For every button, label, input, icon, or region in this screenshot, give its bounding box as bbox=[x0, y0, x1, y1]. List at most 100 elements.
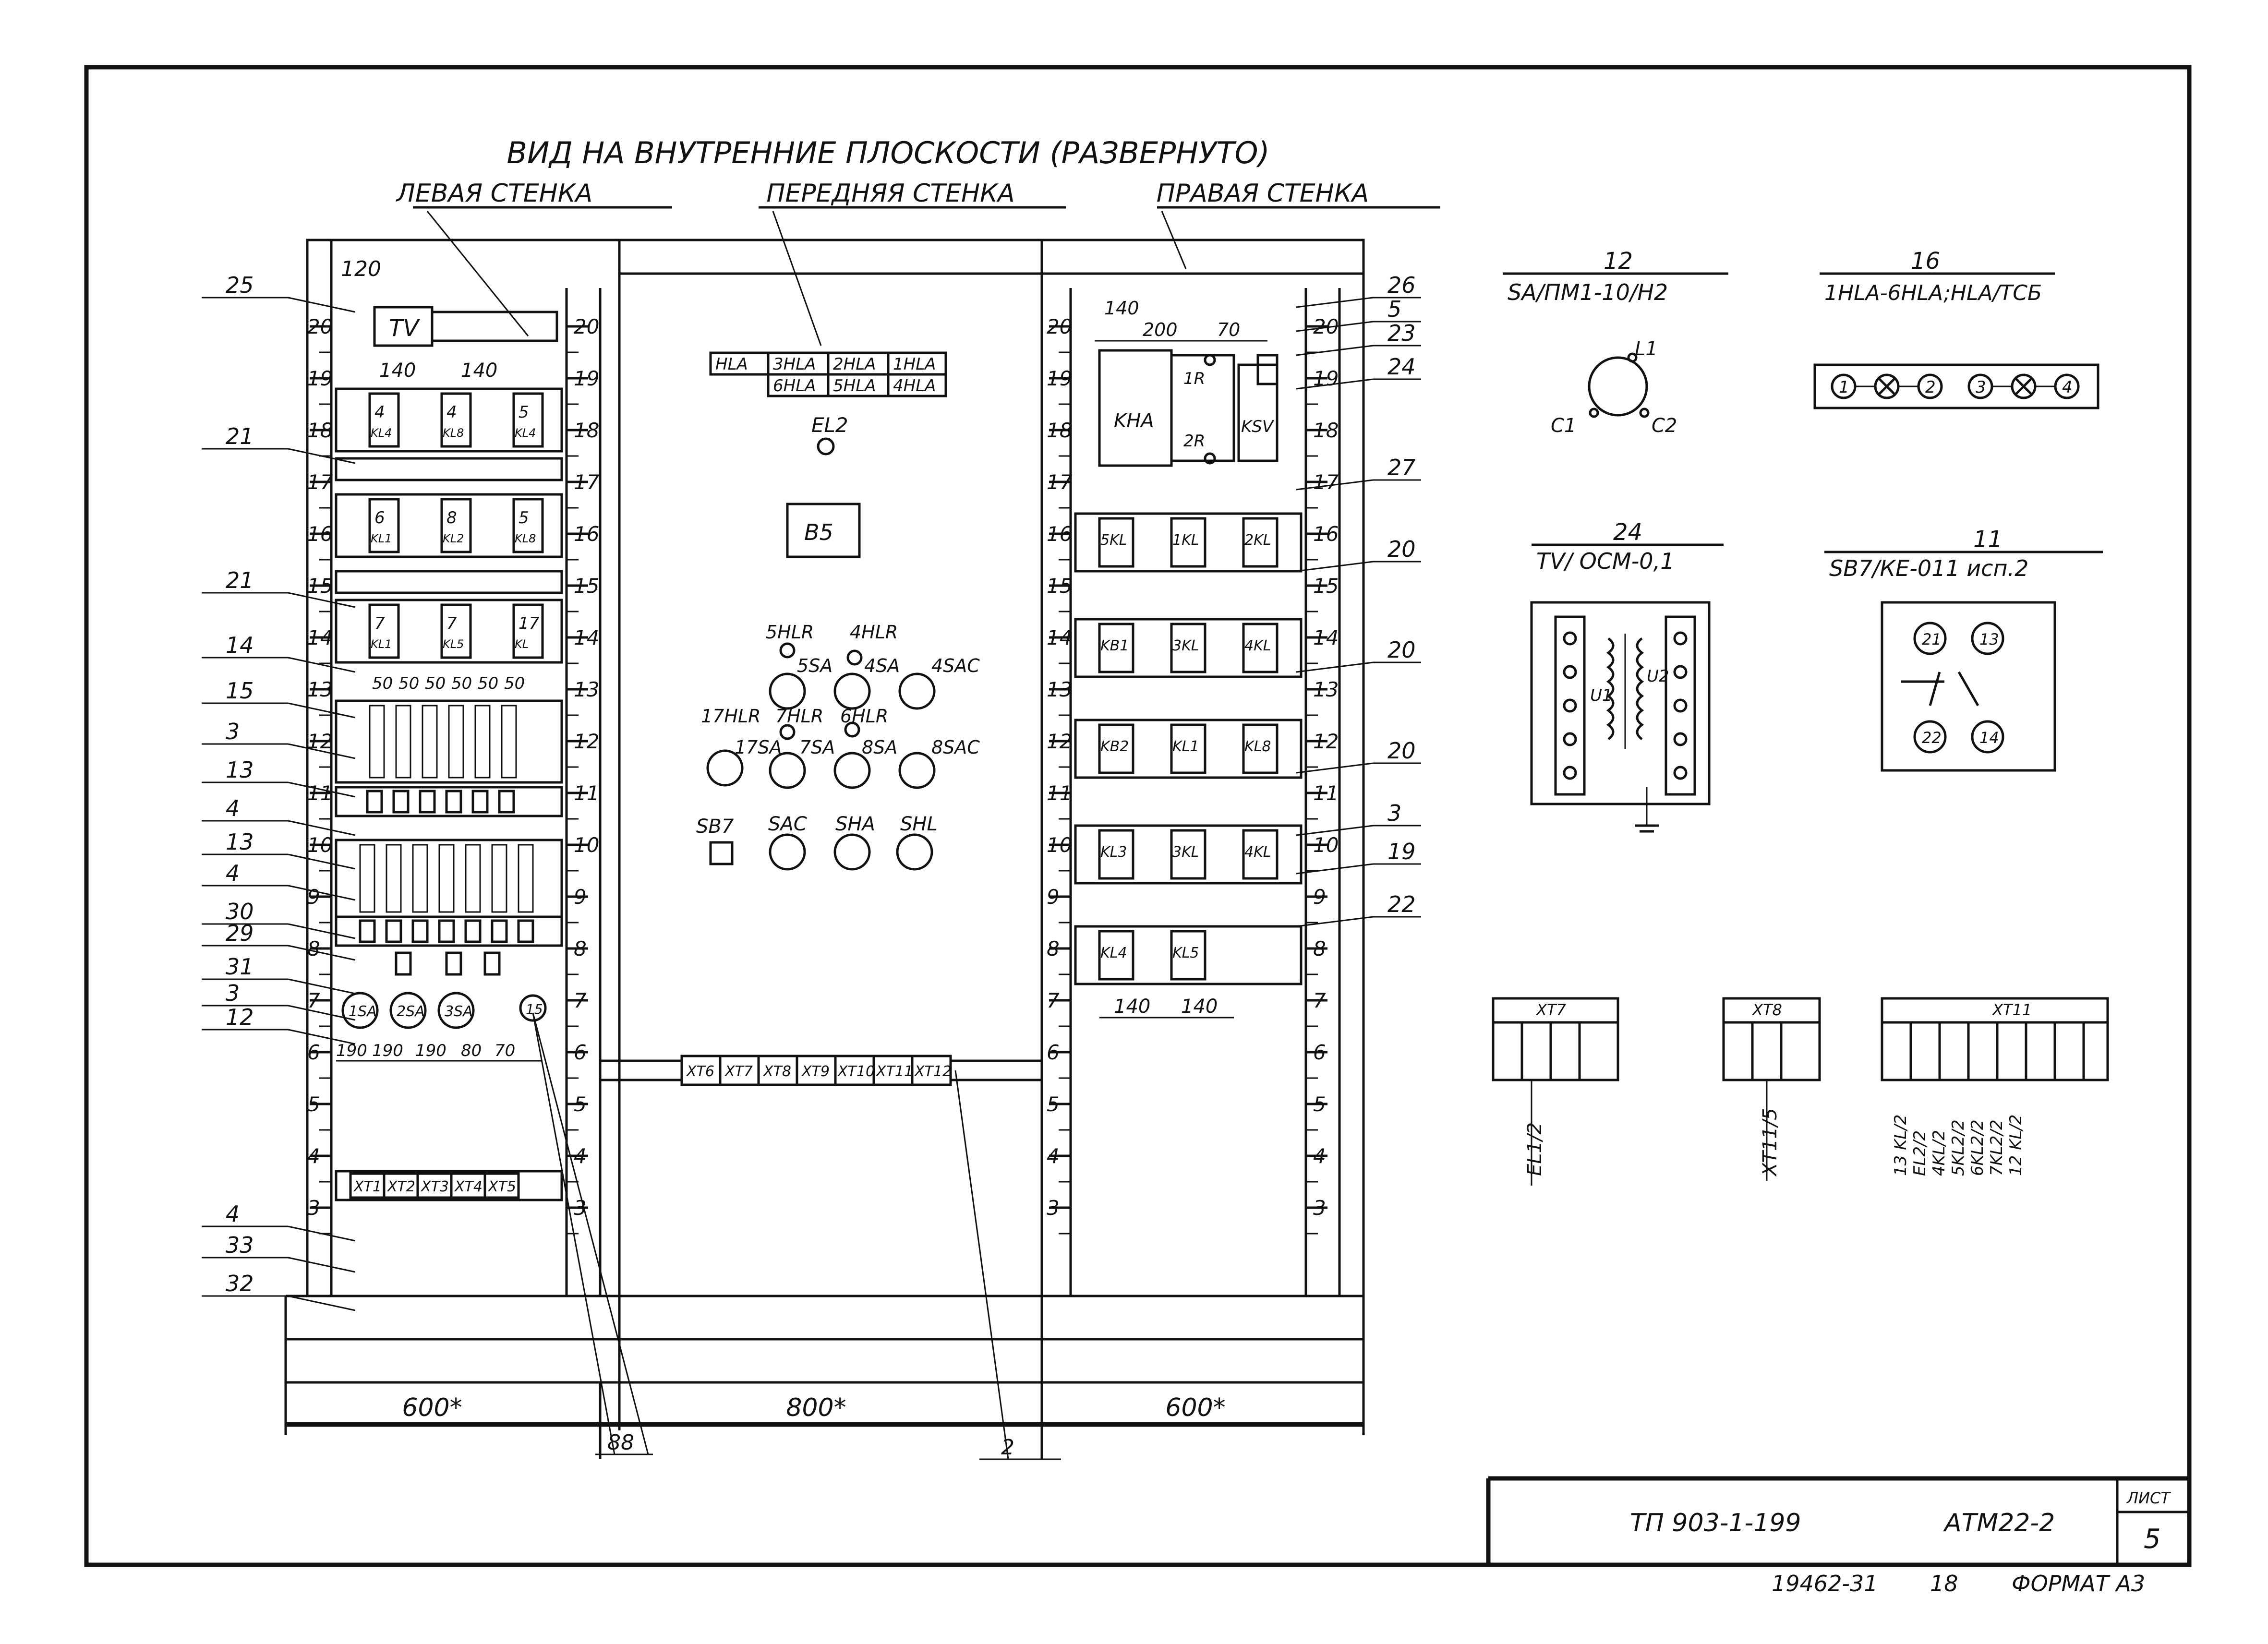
left-dim-2: 140 bbox=[461, 360, 497, 382]
callout-right-label: 20 bbox=[1387, 637, 1416, 663]
sb-term-22: 22 bbox=[1922, 729, 1942, 747]
ruler-tick-label: 11 bbox=[1047, 781, 1072, 805]
ruler-tick-label: 16 bbox=[1047, 522, 1072, 546]
sa-l1: L1 bbox=[1635, 338, 1658, 360]
lamp-5hla: 5HLA bbox=[833, 376, 876, 396]
left-rail-1 bbox=[335, 457, 563, 481]
front-lamp-labels: 5HLR 4HLR 5SA 4SA 4SAC 17HLR 7HLR 6HLR 1… bbox=[701, 622, 980, 758]
callout-right-label: 23 bbox=[1387, 320, 1416, 346]
sheet-frame bbox=[84, 65, 2192, 1567]
ruler-tick-label: 7 bbox=[1047, 989, 1060, 1012]
right-relay bbox=[1098, 829, 1134, 880]
terminal-block-xt7 bbox=[1492, 997, 1619, 1186]
callout-left-label: 4 bbox=[226, 1201, 240, 1227]
ruler-tick-label: 13 bbox=[307, 678, 333, 701]
svg-text:7KL2/2: 7KL2/2 bbox=[1987, 1119, 2006, 1176]
right-dim-70: 70 bbox=[1217, 319, 1240, 340]
right-relay bbox=[1170, 829, 1206, 880]
sb-term-13: 13 bbox=[1979, 630, 1999, 648]
ruler-tick-label: 3 bbox=[1047, 1196, 1060, 1220]
ruler-tick-label: 20 bbox=[574, 315, 599, 338]
front-width-dim: 800* bbox=[786, 1393, 846, 1422]
r1-label: 1R bbox=[1183, 369, 1205, 388]
svg-text:5KL2/2: 5KL2/2 bbox=[1949, 1119, 1968, 1176]
ruler-tick-label: 18 bbox=[1313, 419, 1339, 442]
tv-u1: U1 bbox=[1590, 686, 1613, 705]
terminal-block-xt8 bbox=[1722, 997, 1821, 1181]
callout-left-label: 14 bbox=[226, 632, 254, 658]
svg-text:50: 50 bbox=[398, 674, 419, 693]
ruler-tick-label: 12 bbox=[1313, 730, 1339, 753]
el2-lamp bbox=[817, 437, 835, 456]
left-lower-dims: 190 190 190 80 70 bbox=[336, 1041, 543, 1062]
ruler-tick-label: 3 bbox=[1313, 1196, 1326, 1220]
legend-12-name: SA/ПМ1-10/Н2 bbox=[1508, 279, 1668, 305]
svg-text:SHA: SHA bbox=[835, 813, 875, 835]
ruler-tick-label: 17 bbox=[574, 470, 600, 494]
transformer-symbol bbox=[1530, 601, 1711, 833]
front-wall-title: ПЕРЕДНЯЯ СТЕНКА bbox=[766, 179, 1014, 208]
ruler-tick-label: 5 bbox=[574, 1092, 587, 1116]
lamp-hla: HLA bbox=[715, 355, 748, 374]
right-relay-label: KL8 bbox=[1244, 738, 1271, 755]
ruler-tick-label: 14 bbox=[307, 626, 333, 649]
lamp-term-3: 3 bbox=[1976, 378, 1986, 397]
left-rail-2 bbox=[335, 570, 563, 594]
left-top-dim: 120 bbox=[341, 257, 381, 281]
callout-left-label: 13 bbox=[226, 757, 254, 783]
relay-8-num: 7 bbox=[446, 614, 457, 633]
terminal-xt9: XT9 bbox=[801, 1063, 830, 1080]
callout-right-label: 24 bbox=[1387, 354, 1416, 380]
stamp-sheet-label: ЛИСТ bbox=[2126, 1489, 2171, 1507]
ruler-tick-label: 6 bbox=[1313, 1041, 1326, 1064]
ruler-tick-label: 12 bbox=[1047, 730, 1072, 753]
callout-right-label: 26 bbox=[1387, 272, 1416, 298]
terminal-xt12: XT12 bbox=[914, 1063, 952, 1080]
relay-2-num: 4 bbox=[446, 403, 457, 422]
lamp-3hla: 3HLA bbox=[773, 355, 816, 374]
tv-rail bbox=[431, 311, 558, 342]
relay-1-tag: KL4 bbox=[371, 426, 392, 440]
svg-text:50: 50 bbox=[451, 674, 472, 693]
front-bottom-labels: SB7 SAC SHA SHL bbox=[696, 813, 938, 838]
right-relay bbox=[1170, 930, 1206, 981]
legend-11-name: SB7/КЕ-011 исп.2 bbox=[1829, 555, 2028, 581]
ruler-tick-label: 6 bbox=[574, 1041, 587, 1064]
relay-4-num: 6 bbox=[374, 508, 385, 528]
sa-switch-symbol bbox=[1588, 352, 1650, 418]
callout-right-label: 19 bbox=[1387, 839, 1416, 864]
lamp-term-1: 1 bbox=[1839, 378, 1849, 397]
relay-9-num: 17 bbox=[519, 614, 540, 633]
ruler-tick-label: 5 bbox=[1313, 1092, 1326, 1116]
svg-text:5SA: 5SA bbox=[797, 655, 832, 676]
right-wall-title: ПРАВАЯ СТЕНКА bbox=[1157, 179, 1369, 208]
terminal-xt1: XT1 bbox=[353, 1178, 382, 1195]
right-relay-label: 3KL bbox=[1172, 844, 1199, 861]
right-relay-label: 5KL bbox=[1100, 532, 1127, 549]
ruler-tick-label: 4 bbox=[307, 1144, 320, 1168]
svg-text:8SA: 8SA bbox=[862, 737, 897, 758]
right-relay-label: KL4 bbox=[1100, 945, 1127, 961]
svg-text:50: 50 bbox=[425, 674, 446, 693]
relay-3-tag: KL4 bbox=[515, 426, 536, 440]
svg-text:6KL2/2: 6KL2/2 bbox=[1968, 1119, 1987, 1176]
front-terminal-strip bbox=[599, 1055, 1043, 1086]
ruler-tick-label: 16 bbox=[574, 522, 599, 546]
right-relay-rail bbox=[1074, 719, 1303, 779]
terminal-xt6: XT6 bbox=[686, 1063, 714, 1080]
ruler-tick-label: 4 bbox=[574, 1144, 587, 1168]
right-relay-rail bbox=[1074, 618, 1303, 678]
callout-left-label: 31 bbox=[226, 954, 254, 980]
right-relay bbox=[1098, 623, 1134, 673]
ruler-tick-label: 13 bbox=[1313, 678, 1339, 701]
legend-16-name: 1HLA-6HLA;HLA/ТСБ bbox=[1824, 281, 2042, 305]
svg-text:5HLR: 5HLR bbox=[766, 622, 814, 643]
right-relay-label: 4KL bbox=[1244, 844, 1271, 861]
right-bottom-dim-1: 140 bbox=[1114, 996, 1150, 1018]
left-terminal-strip bbox=[335, 1170, 563, 1201]
svg-text:SAC: SAC bbox=[768, 813, 807, 835]
